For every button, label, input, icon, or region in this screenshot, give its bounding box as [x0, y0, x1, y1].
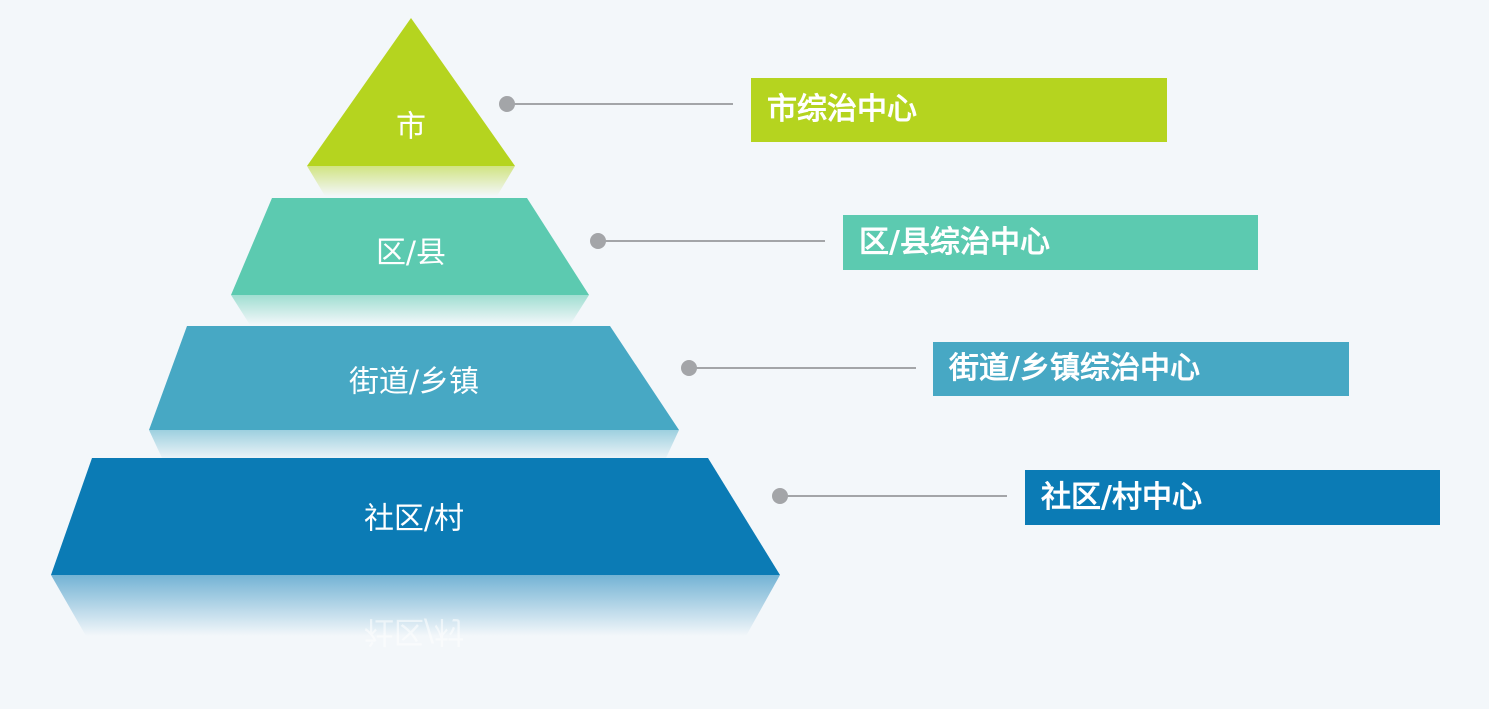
tier-4-label: 社区/村 [364, 502, 464, 537]
tier-3-label: 街道/乡镇 [349, 365, 479, 400]
tier-3-street [149, 326, 679, 430]
center-label-text: 社区/村中心 [1041, 479, 1202, 515]
center-label-text: 市综治中心 [767, 92, 917, 127]
tier-2-district [231, 198, 589, 295]
tier-1-city [307, 18, 515, 166]
center-label-community: 社区/村中心 [1025, 470, 1440, 525]
tier-4-community [51, 458, 780, 575]
connector-dot-4 [772, 488, 788, 504]
center-label-district: 区/县综治中心 [843, 215, 1258, 270]
tier-2-label: 区/县 [376, 236, 446, 271]
center-label-text: 街道/乡镇综治中心 [949, 351, 1200, 386]
tier-4-reflection-label: 社区/村 [364, 614, 464, 649]
tier-1-reflection [307, 166, 515, 196]
center-label-text: 区/县综治中心 [859, 224, 1050, 260]
tier-3-reflection [149, 430, 679, 458]
tier-2-reflection [231, 295, 589, 325]
connector-dot-3 [681, 360, 697, 376]
center-label-street: 街道/乡镇综治中心 [933, 342, 1349, 396]
tier-4-reflection [51, 575, 780, 636]
tier-1-label: 市 [396, 110, 426, 145]
connector-dot-2 [590, 233, 606, 249]
center-label-city: 市综治中心 [751, 78, 1167, 142]
connector-dot-1 [499, 96, 515, 112]
